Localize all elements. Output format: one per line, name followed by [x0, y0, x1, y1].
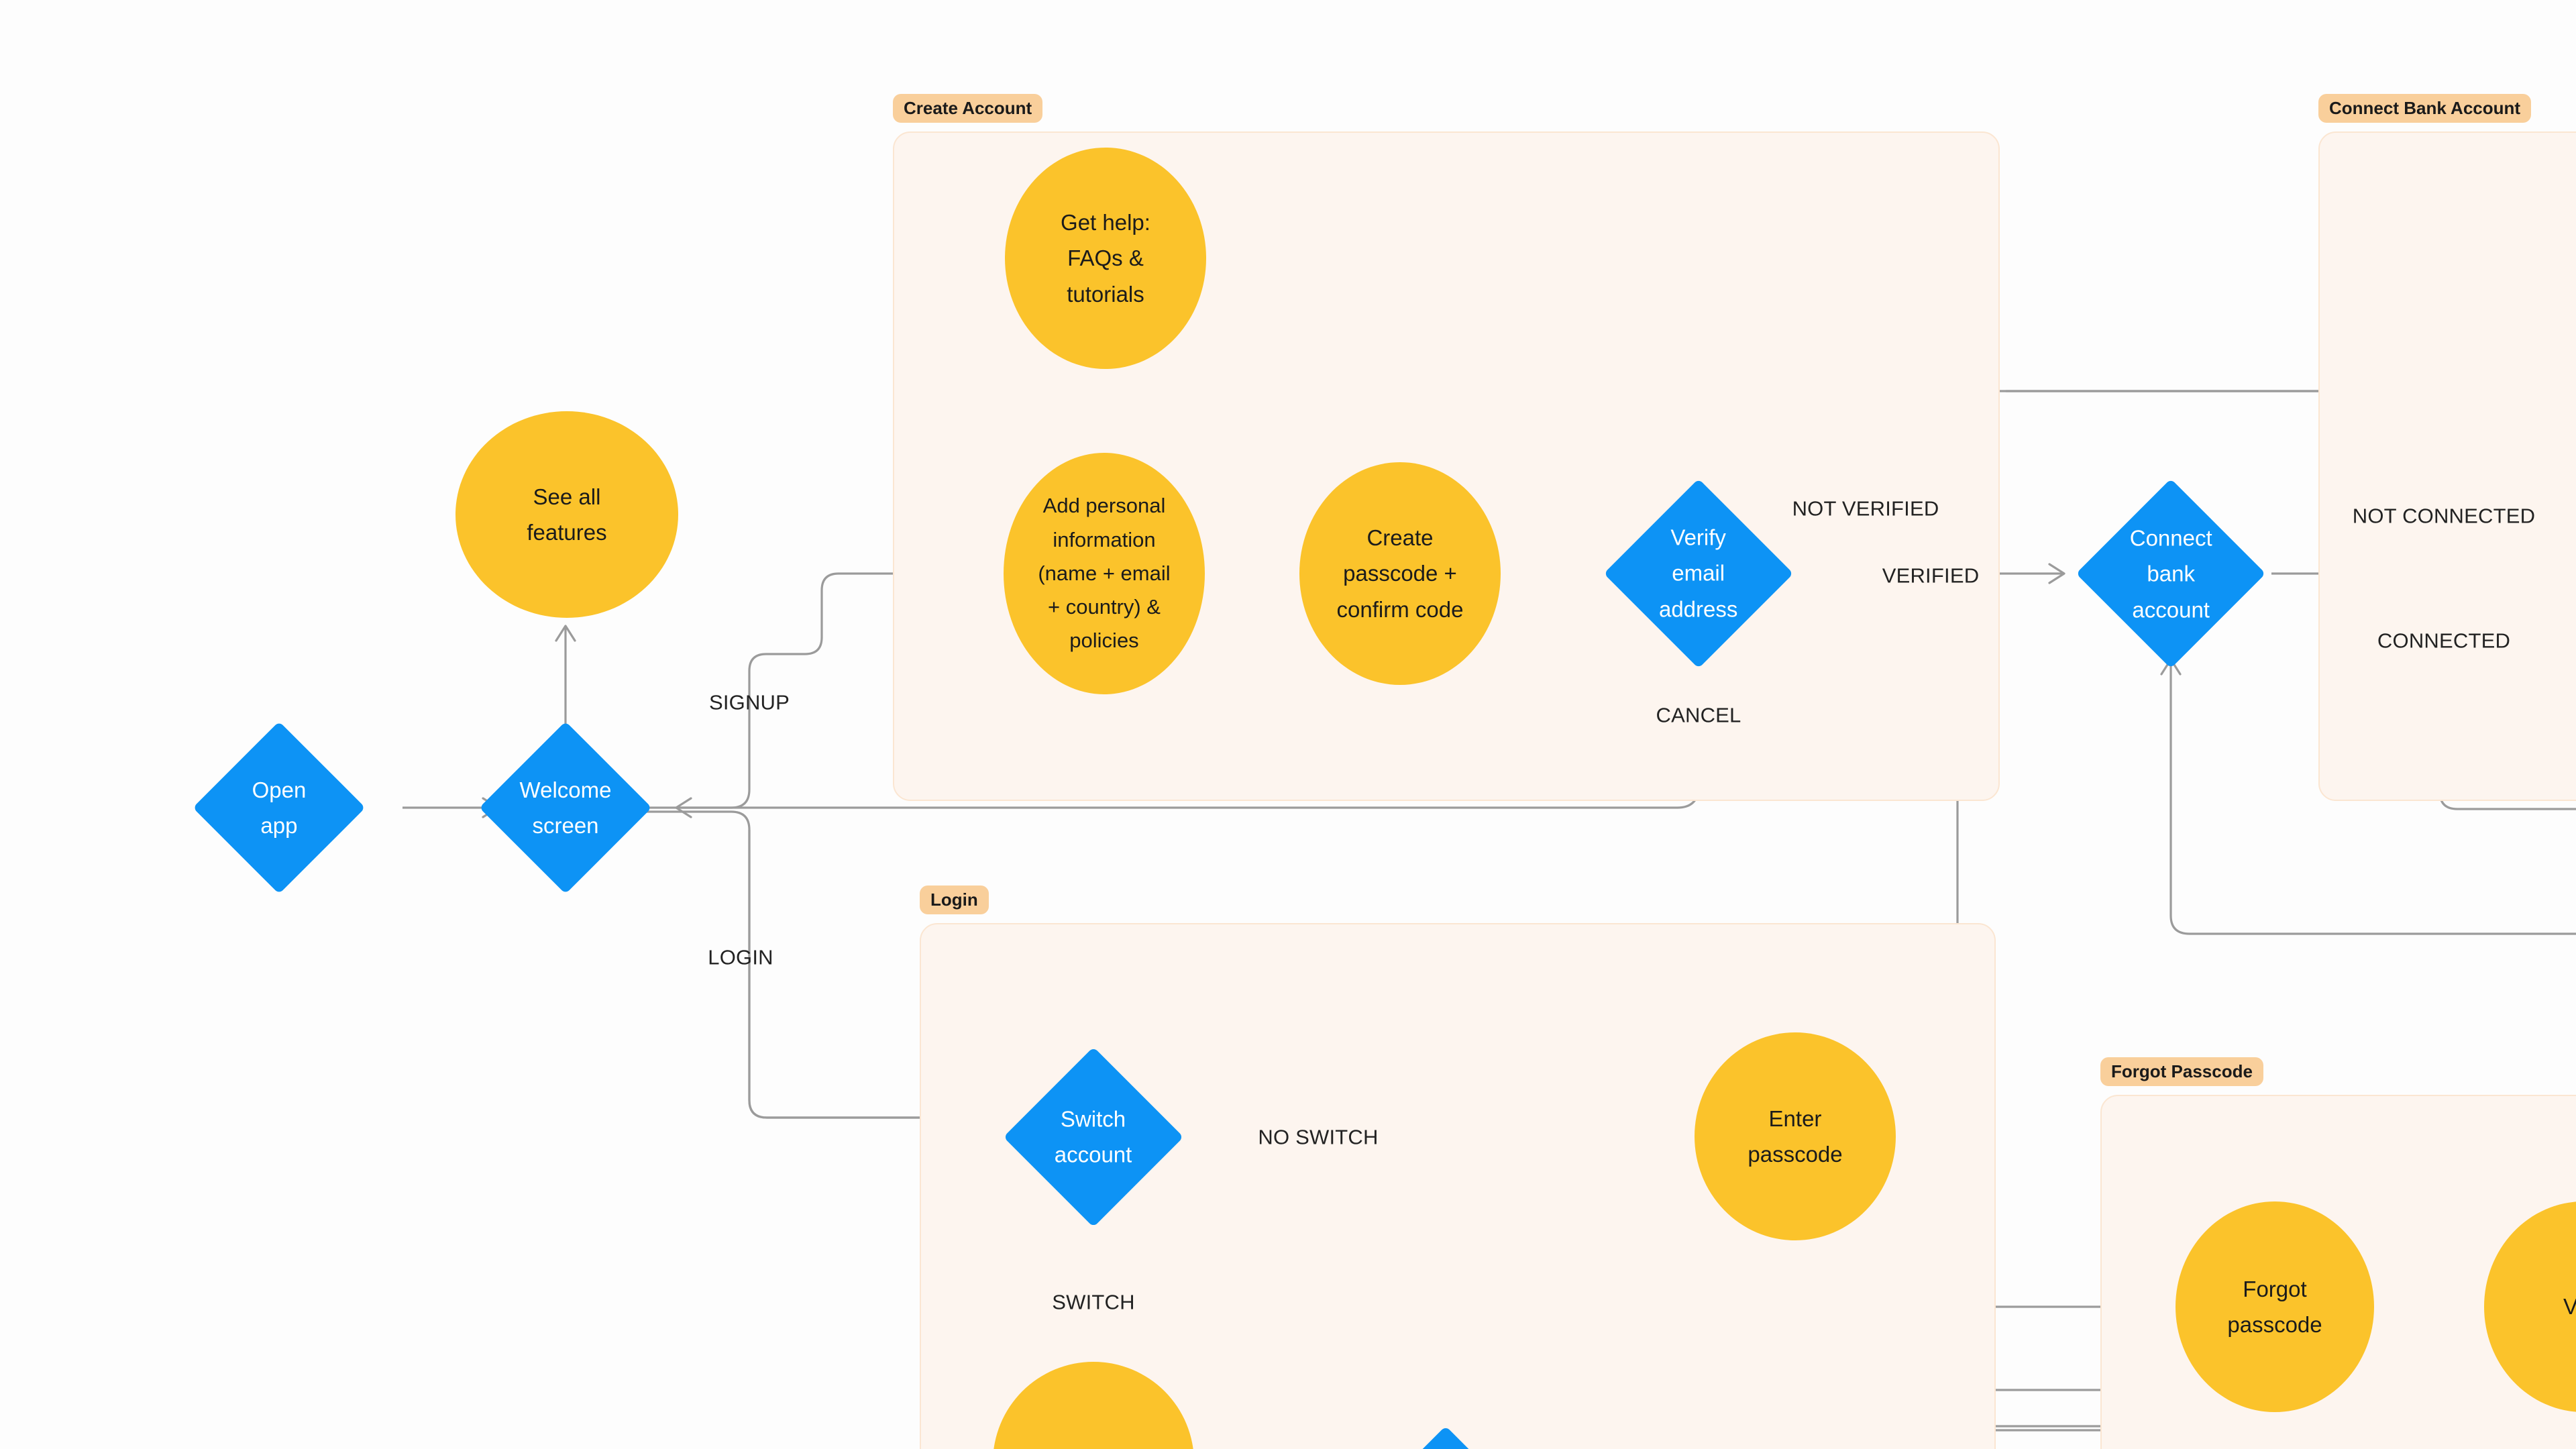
- group-label-login: Login: [920, 885, 989, 914]
- edge-label-connected: CONNECTED: [2377, 629, 2511, 653]
- node-get-help-label: Get help:FAQs &tutorials: [1061, 209, 1150, 307]
- edge-label-signup: SIGNUP: [708, 690, 790, 714]
- node-get-help[interactable]: Get help:FAQs &tutorials: [1005, 148, 1206, 369]
- edge-label-not-verified: NOT VERIFIED: [1792, 496, 1939, 521]
- group-label-create-account: Create Account: [893, 94, 1043, 123]
- node-verify-partial-label: Ver: [2563, 1294, 2576, 1320]
- edge-label-no-switch: NO SWITCH: [1258, 1125, 1379, 1149]
- group-label-forgot-passcode: Forgot Passcode: [2100, 1057, 2263, 1086]
- group-label-connect-bank-account: Connect Bank Account: [2318, 94, 2532, 123]
- edge-label-verified: VERIFIED: [1882, 564, 1980, 588]
- edge-label-not-connected: NOT CONNECTED: [2352, 504, 2536, 528]
- edge-label-switch: SWITCH: [1052, 1290, 1135, 1314]
- edge-label-cancel: CANCEL: [1656, 703, 1741, 727]
- group-connect-bank-account: [2318, 131, 2576, 801]
- edge-label-login: LOGIN: [708, 945, 773, 969]
